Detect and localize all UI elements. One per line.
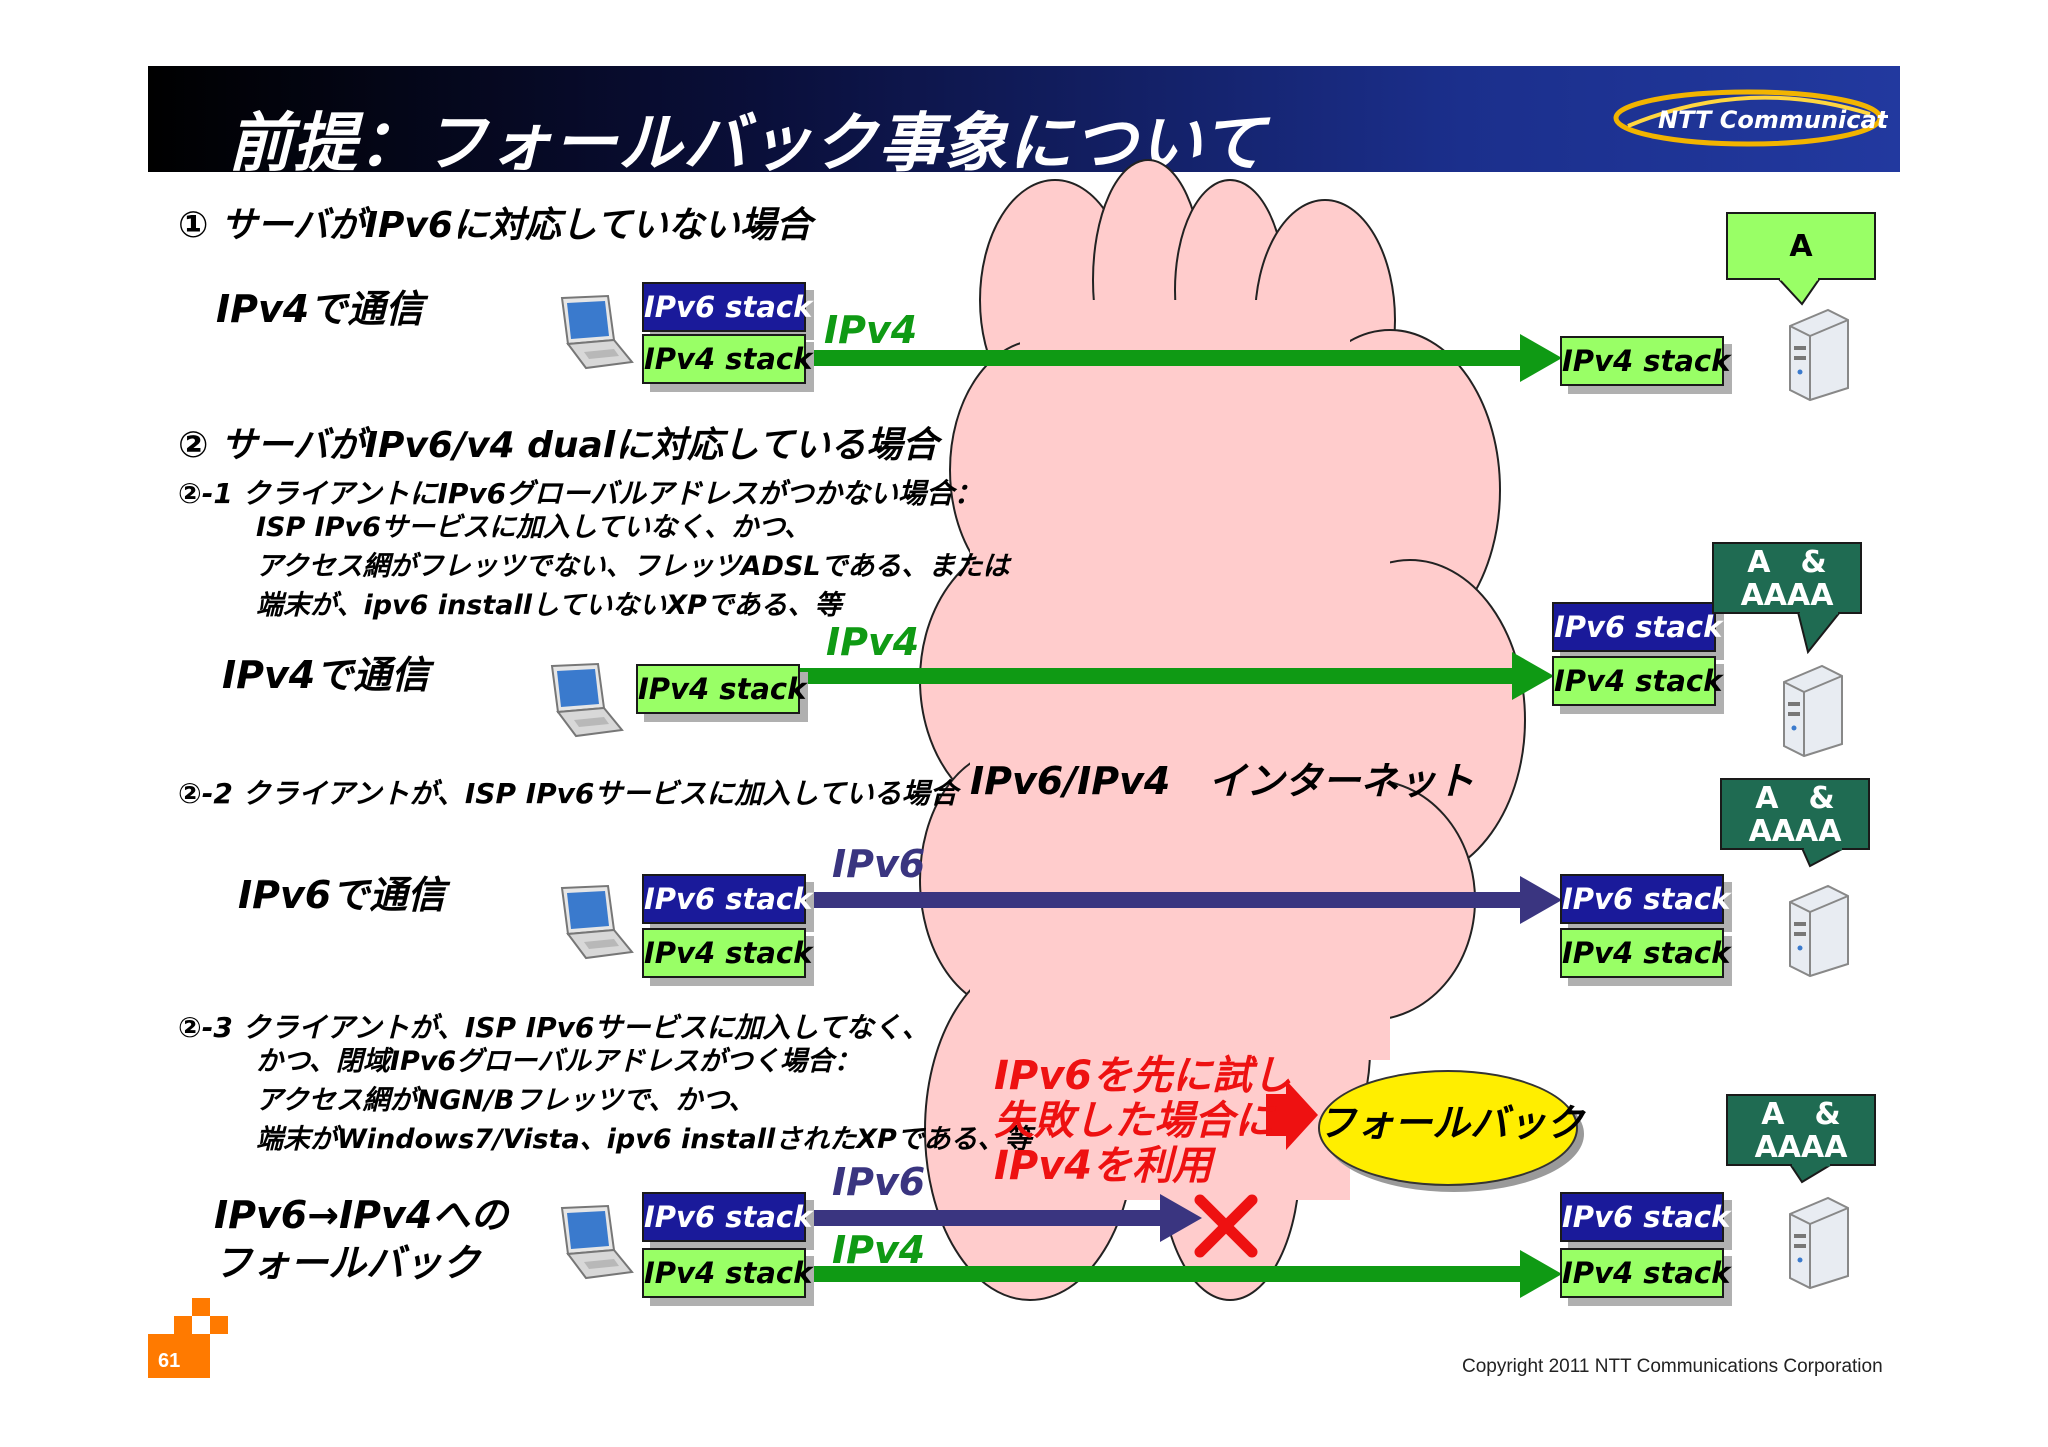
sub1-line-1: ISP IPv6サービスに加入していなく、かつ、 (256, 512, 812, 543)
sub2-comm-label: IPv6で通信 (238, 873, 446, 917)
dns-bubble-3: A & AAAA (1720, 778, 1870, 850)
ipv4-arrow-fallback (808, 1250, 1562, 1298)
ipv6-arrow-3 (808, 876, 1562, 924)
client3-ipv4-stack: IPv4 stack (642, 928, 812, 978)
arrow4-ipv4-label: IPv4 (832, 1228, 926, 1272)
dns-bubble-1-tail (1776, 278, 1822, 306)
server-icon (1789, 884, 1849, 978)
header-bar (148, 66, 1900, 172)
server2-ipv6-stack: IPv6 stack (1552, 602, 1722, 652)
ntt-communications-logo: NTT Communications (1613, 89, 1888, 147)
sub2-title: ②-2 クライアントが、ISP IPv6サービスに加入している場合 (178, 777, 958, 810)
laptop-icon (560, 294, 634, 370)
server2-ipv4-stack: IPv4 stack (1552, 656, 1722, 706)
dns-bubble-4-tail (1788, 1164, 1834, 1184)
client2-ipv4-stack: IPv4 stack (636, 664, 806, 714)
dns-bubble-2-line-2: AAAA (1740, 578, 1834, 613)
laptop-icon (560, 1204, 634, 1280)
copyright-text: Copyright 2011 NTT Communications Corpor… (1462, 1356, 1883, 1377)
arrow1-label: IPv4 (824, 308, 918, 352)
server4-ipv6-stack: IPv6 stack (1560, 1192, 1730, 1242)
dns-bubble-4-line-2: AAAA (1754, 1130, 1848, 1165)
ipv4-arrow-2 (800, 652, 1554, 700)
dns-bubble-4-line-1: A & (1761, 1097, 1841, 1132)
server3-ipv6-stack: IPv6 stack (1560, 874, 1730, 924)
server1-ipv4-stack: IPv4 stack (1560, 336, 1730, 386)
client4-ipv4-stack: IPv4 stack (642, 1248, 812, 1298)
fallback-oval (1318, 1070, 1578, 1186)
page-number: 61 (158, 1350, 181, 1372)
server-icon (1783, 664, 1843, 758)
sub1-title: ②-1 クライアントにIPv6グローバルアドレスがつかない場合： (178, 477, 982, 510)
client3-ipv6-stack: IPv6 stack (642, 874, 812, 924)
server3-ipv4-stack: IPv4 stack (1560, 928, 1730, 978)
arrow4-ipv6-label: IPv6 (832, 1160, 926, 1204)
dns-bubble-4: A & AAAA (1726, 1094, 1876, 1166)
dns-bubble-2: A & AAAA (1712, 542, 1862, 614)
section1-comm-label: IPv4で通信 (216, 287, 424, 331)
sub1-line-2: アクセス網がフレッツでない、フレッツADSLである、または (256, 551, 1010, 582)
section1-heading: ① サーバがIPv6に対応していない場合 (178, 205, 812, 246)
arrow2-label: IPv4 (826, 620, 920, 664)
ipv6-arrow-failed (808, 1194, 1202, 1242)
server4-ipv4-stack: IPv4 stack (1560, 1248, 1730, 1298)
sub3-line-1: かつ、閉域IPv6グローバルアドレスがつく場合： (256, 1046, 861, 1077)
page-title: 前提：フォールバック事象について (228, 107, 1267, 181)
logo-text: NTT Communications (1658, 106, 1888, 134)
red-note-line-1: IPv6を先に試し (994, 1053, 1293, 1099)
dns-bubble-3-line-1: A & (1755, 781, 1835, 816)
client1-ipv6-stack: IPv6 stack (642, 282, 812, 332)
laptop-icon (550, 662, 624, 738)
sub3-comm-label-2: フォールバック (214, 1241, 481, 1285)
dns-bubble-2-tail (1796, 612, 1842, 654)
sub3-line-2: アクセス網がNGN/Bフレッツで、かつ、 (256, 1085, 756, 1116)
sub3-line-3: 端末がWindows7/Vista、ipv6 installされたXPである、等 (256, 1124, 1032, 1155)
ipv4-arrow-1 (810, 334, 1562, 382)
server-icon (1789, 308, 1849, 402)
laptop-icon (560, 884, 634, 960)
sub1-comm-label: IPv4で通信 (222, 653, 430, 697)
cloud-label: IPv6/IPv4 インターネット (970, 759, 1475, 803)
client1-ipv4-stack: IPv4 stack (642, 334, 812, 384)
red-note-line-3: IPv4を利用 (994, 1143, 1213, 1189)
arrow3-label: IPv6 (832, 842, 926, 886)
client4-ipv6-stack: IPv6 stack (642, 1192, 812, 1242)
section2-heading: ② サーバがIPv6/v4 dualに対応している場合 (178, 425, 939, 466)
x-mark-icon (1194, 1194, 1258, 1258)
fallback-label: フォールバック (1318, 1101, 1585, 1145)
page-number-tile (148, 1298, 228, 1378)
red-arrow-icon (1266, 1080, 1318, 1150)
red-note-line-2: 失敗した場合に (994, 1098, 1274, 1144)
sub3-comm-label-1: IPv6→IPv4への (214, 1193, 509, 1237)
sub3-title: ②-3 クライアントが、ISP IPv6サービスに加入してなく、 (178, 1011, 930, 1044)
sub1-line-3: 端末が、ipv6 installしていないXPである、等 (256, 590, 842, 621)
dns-bubble-3-tail (1800, 848, 1845, 868)
dns-bubble-3-line-2: AAAA (1748, 814, 1842, 849)
dns-bubble-1: A (1726, 212, 1876, 280)
server-icon (1789, 1196, 1849, 1290)
dns-bubble-2-line-1: A & (1747, 545, 1827, 580)
